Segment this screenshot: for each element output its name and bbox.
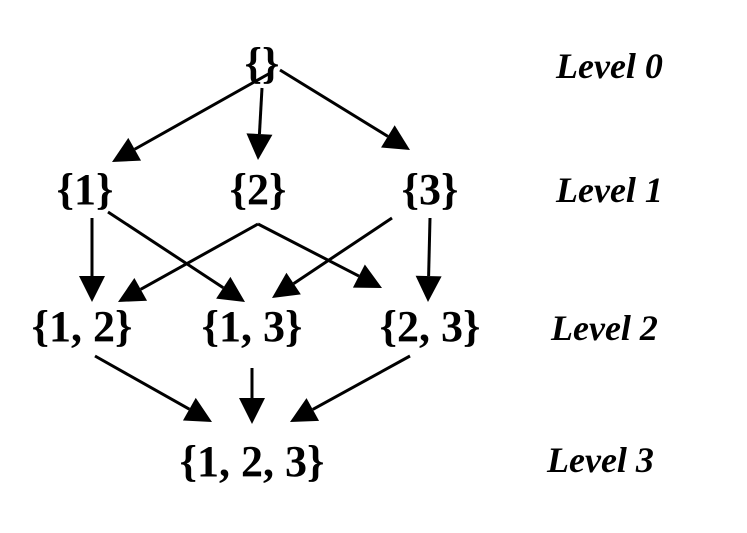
node-set-1-2-3: {1, 2, 3}: [180, 437, 325, 486]
edge-n2-to-n12: [139, 222, 259, 291]
arrowhead-n12-to-n123: [182, 397, 212, 422]
arrowhead-n2-to-n23: [352, 264, 382, 288]
edges-group: [79, 68, 442, 424]
level-0-label: Level 0: [555, 46, 663, 86]
level-1-label: Level 1: [555, 170, 663, 210]
arrowhead-n23-to-n123: [290, 398, 320, 422]
edge-n1-to-n13: [107, 210, 225, 289]
arrowhead-n0-to-n1: [112, 137, 142, 162]
arrowhead-n3-to-n23: [415, 275, 442, 302]
level-2-label: Level 2: [550, 308, 658, 348]
edge-n0-to-n3: [279, 68, 389, 138]
arrowhead-n1-to-n12: [79, 276, 105, 302]
arrowhead-n0-to-n2: [246, 133, 273, 160]
edge-n12-to-n123: [94, 354, 191, 411]
arrowhead-n13-to-n123: [239, 398, 265, 424]
arrowhead-n1-to-n13: [216, 276, 245, 302]
node-set-1: {1}: [57, 165, 114, 214]
node-set-2: {2}: [230, 165, 287, 214]
edge-n3-to-n13: [292, 216, 393, 285]
arrowhead-n0-to-n3: [381, 125, 410, 150]
node-set-2-3: {2, 3}: [380, 302, 481, 351]
edge-n0-to-n1: [133, 70, 273, 151]
edge-n23-to-n123: [312, 354, 411, 411]
edge-n3-to-n23: [427, 217, 432, 277]
node-set-3: {3}: [402, 165, 459, 214]
arrowhead-n2-to-n12: [118, 277, 148, 302]
edge-n2-to-n23: [257, 222, 360, 278]
node-set-1-2: {1, 2}: [32, 302, 133, 351]
edge-n0-to-n2: [257, 87, 264, 135]
arrowhead-n3-to-n13: [272, 272, 301, 298]
level-3-label: Level 3: [546, 440, 654, 480]
node-set-1-3: {1, 3}: [202, 302, 303, 351]
node-empty-set: {}: [245, 39, 280, 88]
